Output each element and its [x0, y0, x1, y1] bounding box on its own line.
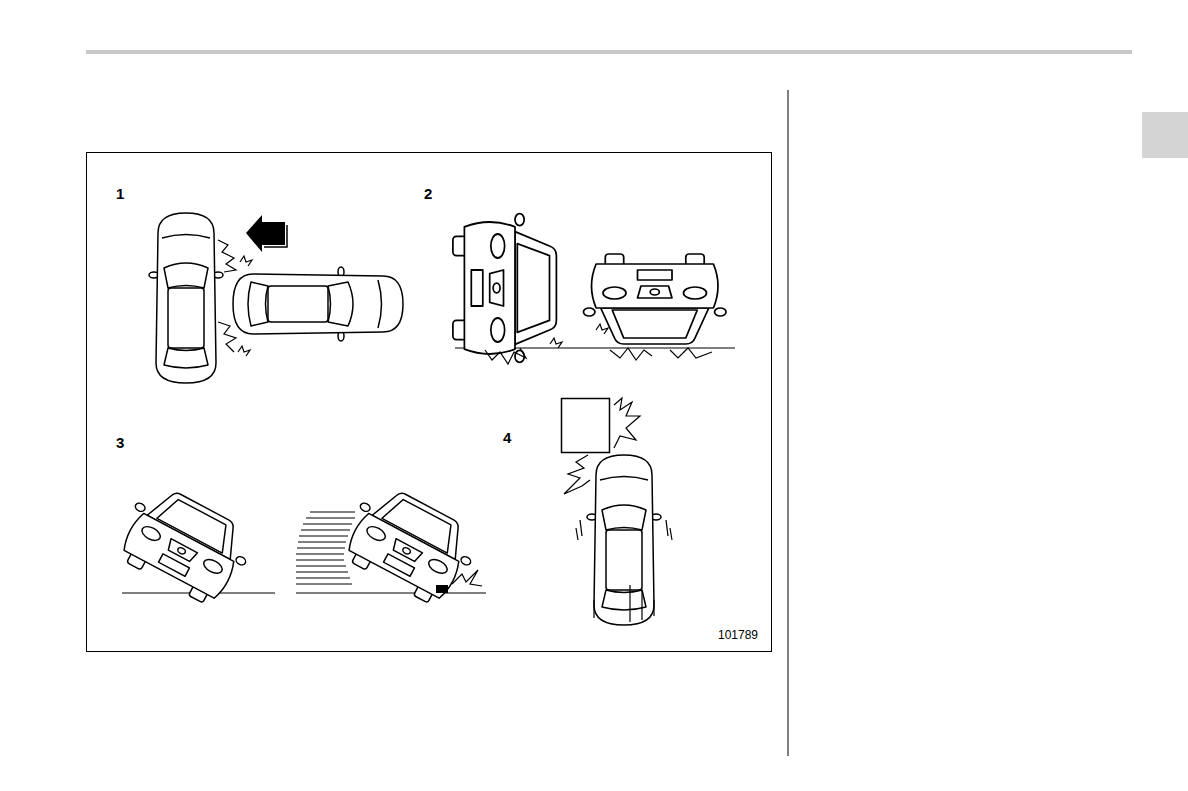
figure-code: 101789 [718, 629, 758, 641]
callout-number: 1 [116, 186, 124, 201]
callout-number: 2 [424, 186, 432, 201]
callout-number: 3 [116, 435, 124, 450]
callout-number: 4 [503, 430, 511, 445]
